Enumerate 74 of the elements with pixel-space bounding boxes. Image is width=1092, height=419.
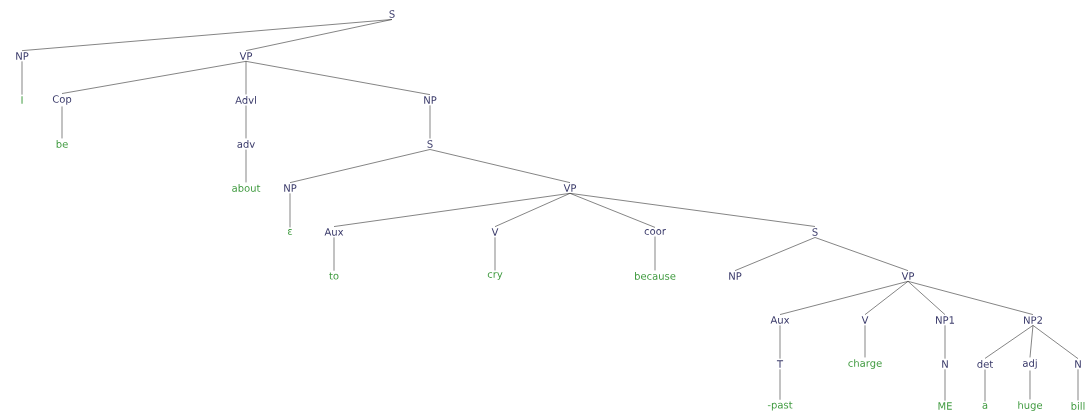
category-label: VP xyxy=(563,184,577,192)
category-label: S xyxy=(427,140,433,148)
word-label: be xyxy=(56,140,68,148)
category-label: NP xyxy=(729,272,742,280)
tree-branch xyxy=(21,61,23,95)
category-label: NP xyxy=(284,184,297,192)
word-label: huge xyxy=(1018,401,1043,411)
category-label: Aux xyxy=(324,228,344,236)
category-label: VP xyxy=(901,272,915,280)
tree-branch xyxy=(494,193,571,227)
category-label: N xyxy=(1075,360,1081,368)
tree-branch xyxy=(569,193,816,227)
tree-branch xyxy=(245,105,247,139)
category-label: adj xyxy=(1022,359,1037,369)
category-label: VP xyxy=(239,52,253,60)
tree-branch xyxy=(814,237,909,271)
tree-branch xyxy=(61,106,63,139)
word-label: charge xyxy=(848,359,882,369)
word-label: bill xyxy=(1071,402,1085,410)
tree-branch xyxy=(779,281,909,315)
tree-branch xyxy=(1029,370,1031,400)
tree-branch xyxy=(245,19,393,51)
category-label: NP2 xyxy=(1024,316,1042,324)
tree-branch xyxy=(569,193,656,228)
category-label: N xyxy=(942,360,948,368)
tree-branch xyxy=(654,236,656,271)
tree-branch xyxy=(984,369,986,402)
tree-branch xyxy=(429,149,571,183)
category-label: Aux xyxy=(770,316,790,324)
tree-branch xyxy=(734,237,816,271)
tree-branch xyxy=(429,105,431,139)
category-label: NP xyxy=(16,52,29,60)
tree-branch xyxy=(864,281,909,315)
word-label: a xyxy=(982,403,988,409)
category-label: V xyxy=(491,228,499,236)
tree-branch xyxy=(289,193,291,228)
category-label: S xyxy=(812,228,818,236)
tree-branch xyxy=(864,325,866,358)
word-label: I xyxy=(21,96,23,104)
tree-branch xyxy=(1029,325,1034,358)
tree-branch xyxy=(944,369,946,401)
category-label: V xyxy=(861,316,869,324)
tree-branch xyxy=(245,61,247,95)
category-label: NP xyxy=(424,96,437,104)
category-label: Cop xyxy=(52,95,72,105)
word-label: ε xyxy=(287,229,293,235)
word-label: ME xyxy=(938,402,952,410)
tree-branch xyxy=(245,149,247,183)
category-label: coor xyxy=(644,229,666,235)
word-label: cry xyxy=(487,272,503,280)
tree-branch xyxy=(907,281,1034,315)
category-label: NP1 xyxy=(936,316,954,324)
tree-branch xyxy=(333,237,335,271)
tree-branch xyxy=(333,193,571,227)
tree-branch xyxy=(61,61,247,94)
tree-branch xyxy=(944,325,946,359)
tree-branch xyxy=(907,281,946,315)
tree-branch xyxy=(245,61,431,95)
word-label: -past xyxy=(767,401,793,411)
tree-branch xyxy=(984,325,1034,359)
word-label: to xyxy=(329,272,339,280)
category-label: S xyxy=(389,10,395,18)
category-label: T xyxy=(776,360,784,368)
tree-branch xyxy=(1077,369,1079,401)
tree-branch xyxy=(779,325,781,359)
tree-branch xyxy=(494,237,496,271)
tree-branch xyxy=(289,149,431,183)
word-label: because xyxy=(635,272,676,280)
category-label: Advl xyxy=(235,96,256,104)
tree-branch xyxy=(779,369,781,401)
category-label: det xyxy=(977,360,993,368)
category-label: adv xyxy=(237,140,255,148)
word-label: about xyxy=(232,184,261,192)
tree-branch xyxy=(1032,325,1079,359)
